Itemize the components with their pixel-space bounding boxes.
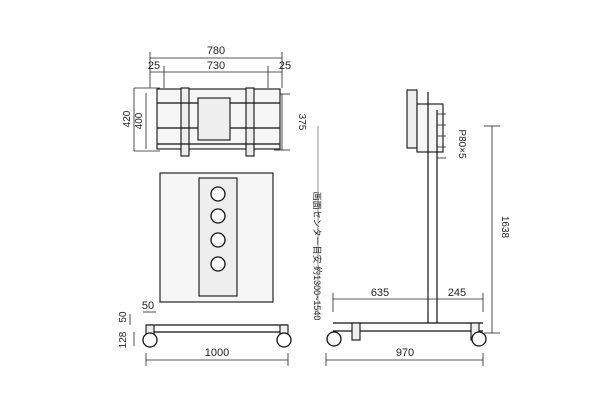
side-mount-plate [416,103,444,153]
dim-height: 1638 [499,216,510,239]
right-caster-icon [276,332,292,348]
dim-panel-height-alt: 375 [296,114,307,131]
dim-mount-height: 420 [122,110,133,127]
dim-base-width: 1000 [205,347,229,359]
dim-overall-width: 780 [207,45,225,57]
dim-top-small: 50 [142,300,154,312]
side-display-bracket [406,89,418,149]
side-front-wheel-support [351,322,361,341]
column-hole-icon [210,256,226,272]
mount-right-upright [245,87,255,157]
column-hole-icon [210,232,226,248]
dim-forward-reach: 635 [371,287,389,299]
dim-right-margin: 25 [279,60,291,72]
front-view: 780 25 730 25 420 400 375 [118,45,307,366]
dim-base-offset: 50 [118,311,129,323]
left-caster-icon [142,332,158,348]
side-view: 画面センター目安 約1300~1540 P80×5 1638 635 [312,89,510,366]
screen-center-guide: 画面センター目安 約1300~1540 [312,192,323,321]
dim-rear-reach: 245 [448,287,466,299]
dim-base-depth: 970 [396,347,414,359]
bracket-pitch-note: P80×5 [456,129,467,159]
side-rear-caster-icon [471,331,487,347]
mount-left-upright [180,87,190,157]
dim-panel-height: 400 [134,112,145,129]
mount-center-panel [197,97,231,141]
side-front-caster-icon [326,331,342,347]
column-hole-icon [210,208,226,224]
column-hole-icon [210,186,226,202]
dim-inner-width: 730 [207,60,225,72]
dim-left-margin: 25 [148,60,160,72]
dim-caster-height: 128 [118,331,129,348]
